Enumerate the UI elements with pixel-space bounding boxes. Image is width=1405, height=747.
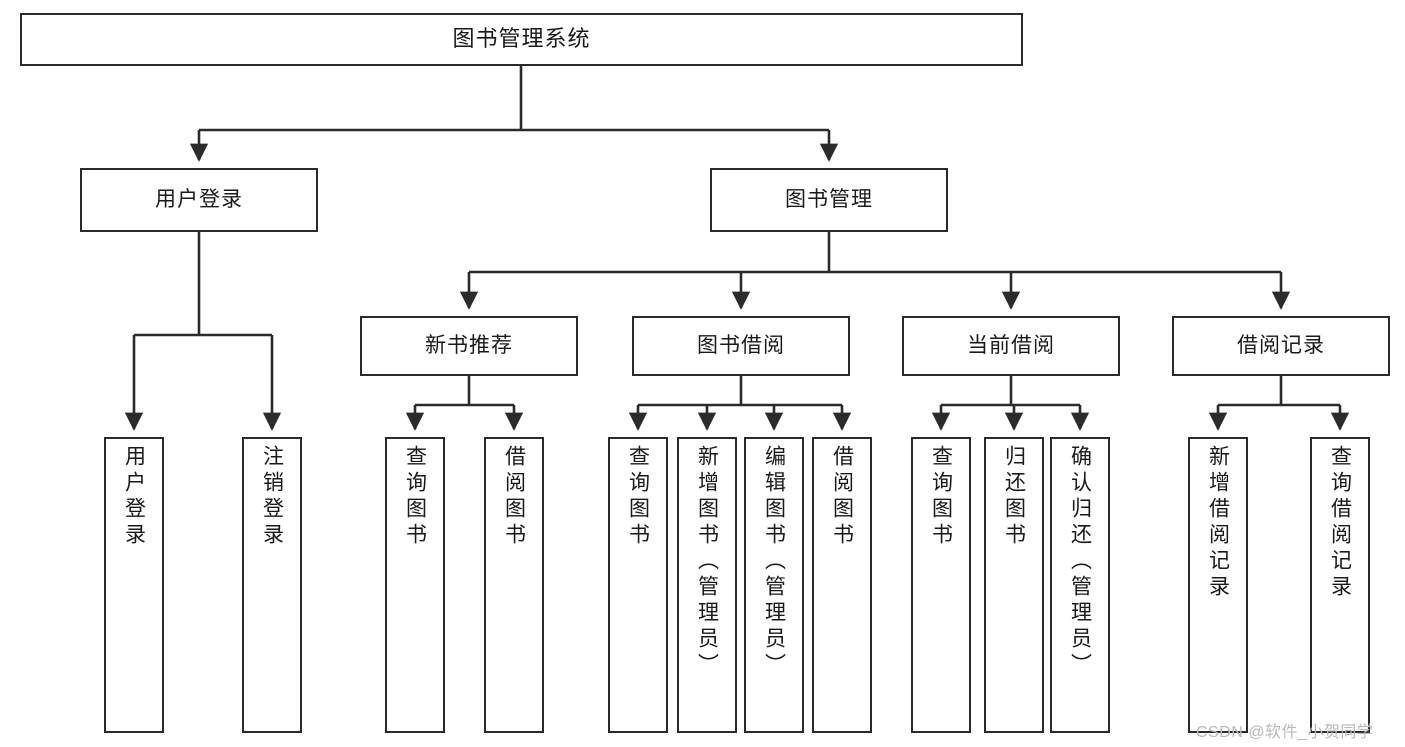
csdn-watermark: CSDN @软件_小贺同学: [1196, 724, 1374, 741]
node-borrow-record[interactable]: 借阅记录: [1172, 316, 1390, 376]
leaf-borrow-book-2[interactable]: 借阅图书: [812, 437, 872, 733]
leaf-confirm-return[interactable]: 确认归还（管理员）: [1050, 437, 1110, 733]
node-user-login[interactable]: 用户登录: [80, 168, 318, 232]
leaf-user-login-label: 用户登录: [122, 445, 146, 549]
leaf-query-book-2-label: 查询图书: [626, 445, 650, 549]
leaf-add-record-label: 新增借阅记录: [1206, 445, 1230, 601]
leaf-borrow-book-1[interactable]: 借阅图书: [484, 437, 544, 733]
node-new-book-recommend[interactable]: 新书推荐: [360, 316, 578, 376]
node-book-borrow[interactable]: 图书借阅: [632, 316, 850, 376]
leaf-add-record[interactable]: 新增借阅记录: [1188, 437, 1248, 733]
leaf-query-book-2[interactable]: 查询图书: [608, 437, 668, 733]
node-borrow-record-label: 借阅记录: [1237, 334, 1325, 358]
leaf-return-book-label: 归还图书: [1002, 445, 1026, 549]
node-book-manage-label: 图书管理: [785, 188, 873, 212]
node-root-label: 图书管理系统: [452, 26, 591, 52]
node-book-borrow-label: 图书借阅: [697, 334, 785, 358]
leaf-query-book-1[interactable]: 查询图书: [385, 437, 445, 733]
leaf-query-record-label: 查询借阅记录: [1328, 445, 1352, 601]
node-current-borrow[interactable]: 当前借阅: [902, 316, 1120, 376]
leaf-return-book[interactable]: 归还图书: [984, 437, 1044, 733]
leaf-add-book-label: 新增图书（管理员）: [695, 445, 719, 679]
leaf-user-logout-label: 注销登录: [260, 445, 284, 549]
leaf-borrow-book-2-label: 借阅图书: [830, 445, 854, 549]
node-book-manage[interactable]: 图书管理: [710, 168, 948, 232]
node-current-borrow-label: 当前借阅: [967, 334, 1055, 358]
node-user-login-label: 用户登录: [155, 188, 243, 212]
leaf-query-record[interactable]: 查询借阅记录: [1310, 437, 1370, 733]
leaf-query-book-3[interactable]: 查询图书: [911, 437, 971, 733]
leaf-user-login[interactable]: 用户登录: [104, 437, 164, 733]
leaf-borrow-book-1-label: 借阅图书: [502, 445, 526, 549]
leaf-edit-book-label: 编辑图书（管理员）: [762, 445, 786, 679]
node-new-book-recommend-label: 新书推荐: [425, 334, 513, 358]
leaf-query-book-1-label: 查询图书: [403, 445, 427, 549]
leaf-user-logout[interactable]: 注销登录: [242, 437, 302, 733]
leaf-add-book[interactable]: 新增图书（管理员）: [677, 437, 737, 733]
leaf-edit-book[interactable]: 编辑图书（管理员）: [744, 437, 804, 733]
node-root[interactable]: 图书管理系统: [20, 13, 1023, 66]
leaf-confirm-return-label: 确认归还（管理员）: [1068, 445, 1092, 679]
leaf-query-book-3-label: 查询图书: [929, 445, 953, 549]
